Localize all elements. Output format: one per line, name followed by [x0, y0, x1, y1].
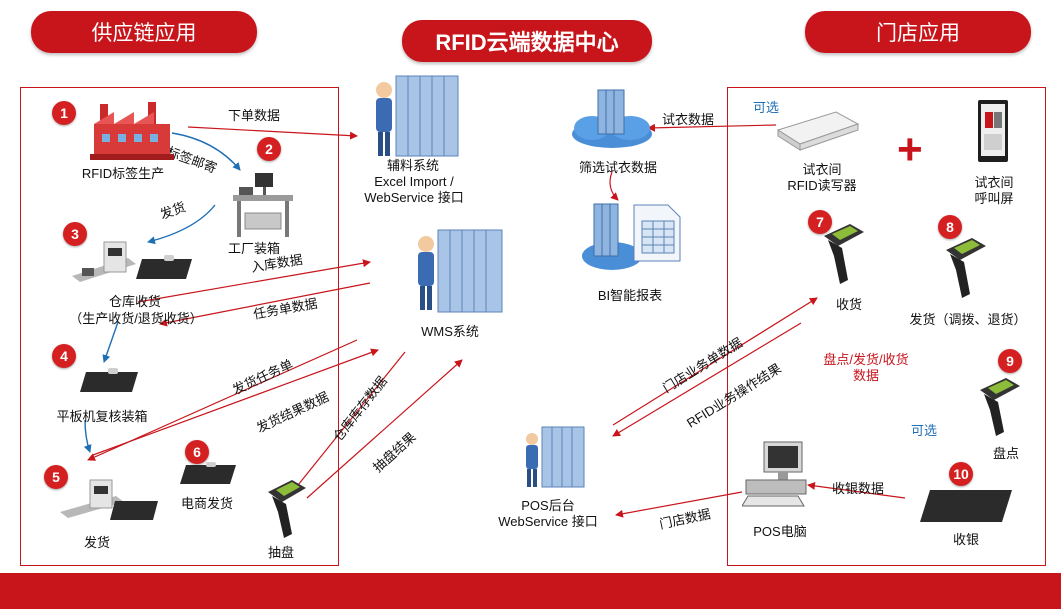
label-receive: 收货 — [835, 297, 862, 312]
step-badge-6: 6 — [185, 440, 209, 464]
ceiling-rfid-reader-icon — [776, 108, 860, 156]
fitting-room-screen-icon — [976, 98, 1010, 164]
label-optional-2: 可选 — [910, 423, 937, 438]
label-ship: 发货 — [83, 535, 110, 550]
label-factory-boxing: 工厂装箱 — [227, 241, 280, 256]
step-badge-2: 2 — [257, 137, 281, 161]
label-stock-data-2: 数据 — [852, 368, 879, 383]
arrow-tag-mail — [171, 132, 241, 171]
label-fitting-screen-2: 呼叫屏 — [974, 191, 1014, 206]
cloud-server-icon — [570, 86, 654, 150]
step-badge-5: 5 — [44, 465, 68, 489]
arrow-order-data — [187, 126, 358, 140]
label-stock-data-1: 盘点/发货/收货 — [823, 352, 909, 367]
handheld-rfid-scanner-icon — [818, 222, 870, 286]
server-rack-icon — [412, 226, 508, 316]
handheld-rfid-scanner-icon — [940, 236, 992, 300]
arrow-cash-data — [807, 481, 906, 499]
step-badge-10: 10 — [949, 462, 973, 486]
factory-icon — [88, 100, 176, 162]
label-tablet-recheck: 平板机复核装箱 — [56, 409, 148, 424]
arrow-filter-to-bi — [609, 171, 619, 201]
label-wms: WMS系统 — [421, 324, 479, 339]
label-ship-transfer: 发货（调拨、退货） — [909, 312, 1027, 327]
rfid-tablet-reader-icon — [78, 368, 140, 396]
label-spot-check: 抽盘 — [267, 545, 294, 560]
step-badge-4: 4 — [52, 344, 76, 368]
arrow-recheck-to-ship — [83, 419, 92, 453]
step-badge-3: 3 — [63, 222, 87, 246]
arrow-rfid-op-result — [612, 322, 802, 437]
label-fitting-screen-1: 试衣间 — [974, 175, 1014, 190]
label-warehouse-receiving-sub: （生产收货/退货收货） — [69, 311, 203, 326]
arrow-ship-out — [147, 204, 216, 245]
plus-icon: + — [897, 125, 923, 174]
label-warehouse-receiving: 仓库收货 — [108, 294, 161, 309]
arrow-inbound-data — [137, 259, 371, 303]
arrow-store-task — [612, 297, 818, 426]
report-table-icon — [632, 203, 682, 263]
arrow-store-data — [615, 491, 743, 518]
label-bi-report: BI智能报表 — [597, 288, 663, 303]
label-filter-tryon: 筛选试衣数据 — [578, 160, 657, 175]
label-aux-interface-2: WebService 接口 — [364, 190, 464, 205]
cloud-server-icon — [580, 198, 644, 272]
cloud-center-header: RFID云端数据中心 — [402, 20, 652, 62]
arrow-warehouse-stock — [289, 351, 406, 496]
label-fitting-reader-2: RFID读写器 — [787, 178, 857, 193]
label-rfid-tag-production: RFID标签生产 — [81, 166, 165, 181]
supply-chain-header: 供应链应用 — [31, 11, 257, 53]
cloud-center-header-label: RFID云端数据中心 — [435, 30, 619, 55]
arrow-spot-result — [306, 359, 463, 499]
step-badge-9: 9 — [998, 349, 1022, 373]
step-badge-7: 7 — [808, 210, 832, 234]
label-fitting-reader-1: 试衣间 — [802, 162, 842, 177]
label-aux-system: 辅料系统 — [386, 158, 439, 173]
rfid-tablet-reader-icon — [178, 462, 238, 488]
rfid-tablet-reader-icon — [918, 486, 1014, 526]
step-badge-8: 8 — [938, 215, 962, 239]
label-pos-interface: WebService 接口 — [498, 514, 598, 529]
label-pos-pc: POS电脑 — [753, 524, 807, 539]
supply-chain-panel — [20, 87, 339, 566]
label-inventory: 盘点 — [992, 446, 1019, 461]
label-aux-interface-1: Excel Import / — [374, 174, 454, 189]
arrow-task-list — [159, 282, 371, 327]
handheld-rfid-scanner-icon — [976, 376, 1026, 438]
server-rack-icon — [370, 72, 466, 160]
packing-station-icon — [225, 165, 297, 240]
pos-computer-icon — [741, 440, 808, 508]
label-cashier: 收银 — [952, 532, 979, 547]
label-pos-backend: POS后台 — [521, 498, 575, 513]
arrow-tryon-data — [647, 123, 777, 132]
edge-label-cash-data: 收银数据 — [832, 481, 885, 496]
edge-label-order-data: 下单数据 — [228, 108, 281, 123]
rfid-tablet-reader-icon — [134, 255, 194, 283]
label-optional-1: 可选 — [752, 100, 779, 115]
supply-chain-header-label: 供应链应用 — [91, 22, 197, 45]
store-header: 门店应用 — [805, 11, 1031, 53]
conveyor-scanner-icon — [58, 478, 128, 522]
conveyor-scanner-icon — [68, 238, 140, 286]
step-badge-1: 1 — [52, 101, 76, 125]
server-rack-icon — [522, 425, 588, 491]
arrow-to-recheck — [102, 321, 119, 363]
arrow-ship-result — [92, 348, 379, 456]
handheld-rfid-scanner-icon — [262, 478, 310, 540]
footer-bar — [0, 573, 1061, 609]
edge-label-tryon-data: 试衣数据 — [662, 112, 715, 127]
rfid-tablet-reader-icon — [108, 498, 160, 524]
store-panel — [727, 87, 1046, 566]
label-ecommerce-ship: 电商发货 — [180, 496, 233, 511]
store-header-label: 门店应用 — [876, 22, 960, 45]
